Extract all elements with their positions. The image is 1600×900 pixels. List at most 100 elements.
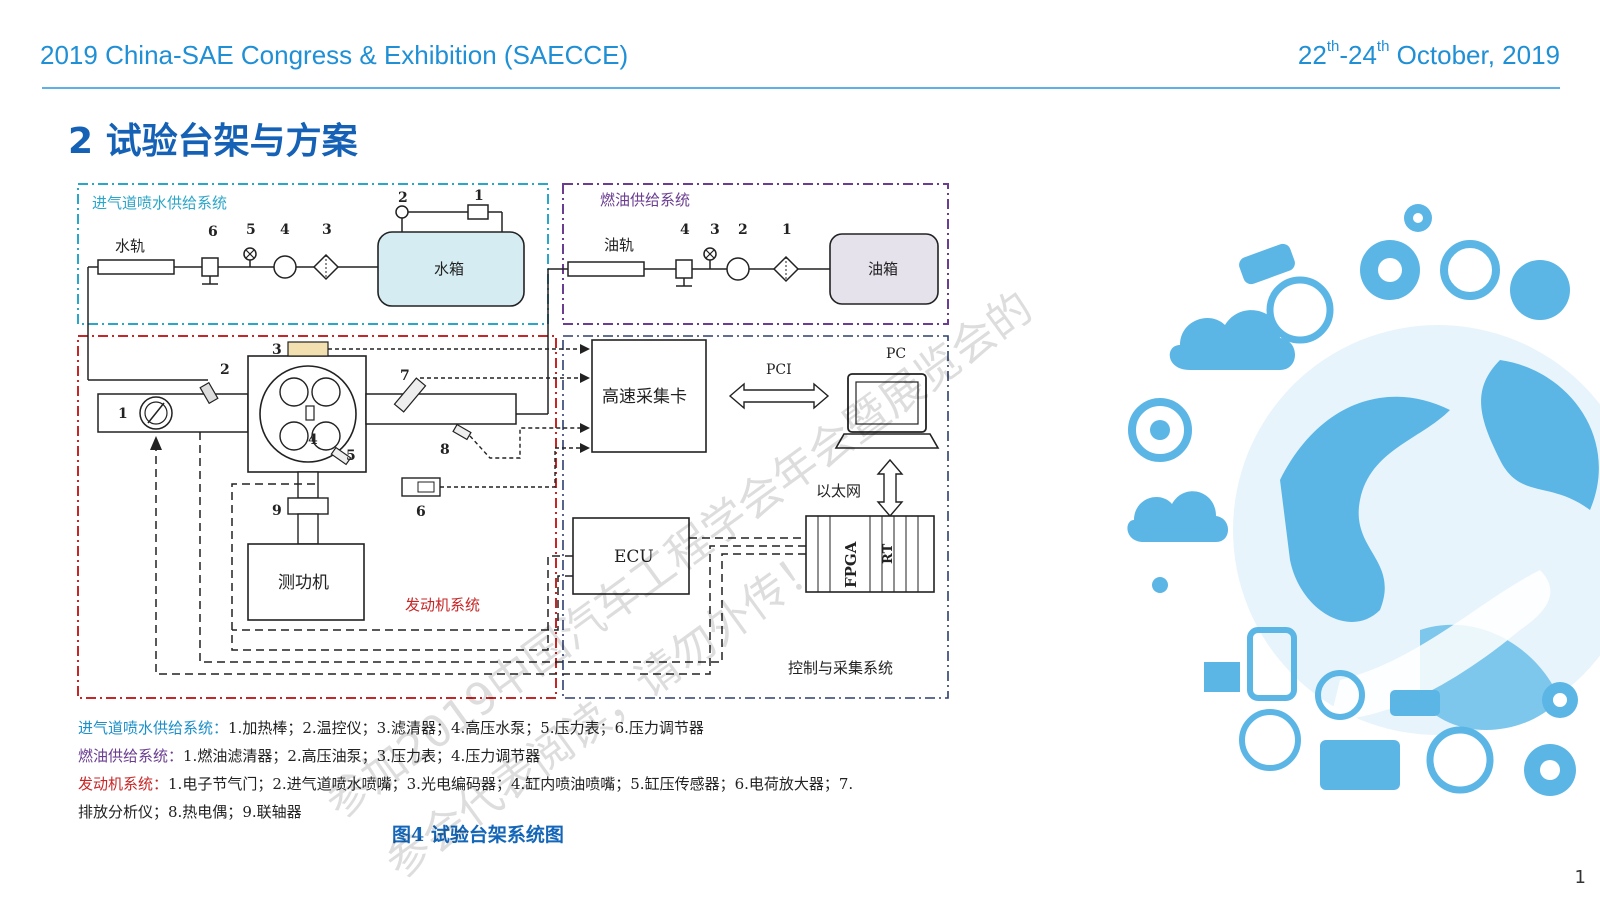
section-title: 2 试验台架与方案 (68, 121, 358, 162)
intake-manifold (97, 393, 249, 433)
fuel-tank-label: 油箱 (868, 260, 898, 278)
ethernet-label: 以太网 (816, 482, 861, 500)
water-system-box (77, 183, 549, 325)
phone-icon (1247, 627, 1297, 701)
engine-num-6: 6 (416, 504, 426, 520)
cylinder-1 (279, 377, 309, 407)
globe-continents (1280, 396, 1450, 622)
high-speed-daq-card (591, 339, 707, 453)
date-sup-1: th (1326, 38, 1340, 55)
fuel-num-2: 2 (738, 222, 748, 238)
connected-car-illustration (1127, 204, 1600, 796)
cloud-sync-icon (1127, 491, 1228, 542)
cloud-car-icon (1169, 310, 1295, 370)
house-icon (1204, 662, 1240, 692)
wheel-icon (1440, 240, 1500, 300)
high-speed-daq-label: 高速采集卡 (602, 387, 687, 407)
engine-num-1: 1 (118, 406, 128, 422)
legend-engine-cont: 排放分析仪；8.热电偶；9.联轴器 (78, 803, 302, 821)
coupling (287, 497, 329, 515)
control-system-label: 控制与采集系统 (788, 659, 893, 677)
wifi-icon (1128, 398, 1192, 462)
header-divider (42, 87, 1560, 89)
date-day-start: 22 (1297, 40, 1327, 70)
speedometer-icon (1266, 276, 1334, 344)
date-rest: October, 2019 (1389, 40, 1560, 70)
water-num-3: 3 (322, 222, 332, 238)
water-tank (377, 231, 525, 307)
thermocouple (452, 423, 472, 441)
test-bench-diagram: 进气道喷水供给系统 燃油供给系统 发动机系统 控制与采集系统 水轨 水箱 6 5… (77, 183, 949, 699)
legend-fuel: 燃油供给系统：1.燃油滤清器；2.高压油泵；3.压力表；4.压力调节器 (78, 745, 540, 766)
lightbulb-icon (1426, 726, 1494, 794)
fuel-system-label: 燃油供给系统 (600, 191, 690, 209)
legend-water-items: 1.加热棒；2.温控仪；3.滤清器；4.高压水泵；5.压力表；6.压力调节器 (228, 719, 704, 737)
water-num-4: 4 (280, 222, 290, 238)
water-system-label: 进气道喷水供给系统 (92, 194, 227, 212)
temperature-controller (395, 205, 409, 219)
water-num-6: 6 (208, 224, 218, 240)
fuel-num-3: 3 (710, 222, 720, 238)
emission-analyzer-probe (393, 377, 427, 413)
engine-num-5: 5 (346, 448, 356, 464)
fuel-rail-label: 油轨 (604, 236, 634, 254)
cylinder-3 (279, 421, 309, 451)
control-system-box (562, 335, 949, 699)
globe-web-icon (1239, 709, 1301, 771)
cylinder-4 (311, 421, 341, 451)
date-sup-2: th (1376, 38, 1390, 55)
engine-system-label: 发动机系统 (405, 596, 480, 614)
pc-label: PC (886, 346, 906, 362)
fuel-num-4: 4 (680, 222, 690, 238)
legend-engine-label: 发动机系统： (78, 775, 169, 793)
ecu (572, 517, 690, 595)
engine-num-2: 2 (220, 362, 230, 378)
water-rail-label: 水轨 (115, 237, 145, 255)
engine-num-4: 4 (308, 432, 318, 448)
drive-shaft (297, 471, 319, 499)
rt-label: RT (881, 543, 896, 564)
date-dash: -24 (1339, 40, 1377, 70)
engine-num-8: 8 (440, 442, 450, 458)
legend-water-label: 进气道喷水供给系统： (78, 719, 229, 737)
engine-num-9: 9 (272, 503, 282, 519)
car-icon (1510, 260, 1570, 320)
fpga-label: FPGA (842, 541, 860, 588)
legend-fuel-items: 1.燃油滤清器；2.高压油泵；3.压力表；4.压力调节器 (183, 747, 541, 765)
fuel-rail (567, 261, 645, 277)
fuel-tank (829, 233, 939, 305)
water-pressure-regulator (201, 257, 219, 277)
optical-encoder (287, 341, 329, 357)
bus-icon (1239, 243, 1295, 285)
atom-icon (1152, 577, 1168, 593)
conference-title: 2019 China-SAE Congress & Exhibition (SA… (40, 40, 629, 70)
water-rail (97, 259, 175, 275)
direct-fuel-injector (305, 405, 315, 421)
page-number: 1 (1574, 867, 1586, 888)
legend-engine: 发动机系统：1.电子节气门；2.进气道喷水喷嘴；3.光电编码器；4.缸内喷油喷嘴… (78, 773, 853, 794)
conference-date: 22th-24th October, 2019 (1297, 38, 1560, 71)
legend-fuel-label: 燃油供给系统： (78, 747, 184, 765)
pci-bus-arrow (728, 382, 830, 410)
dynamometer-label: 测功机 (278, 573, 329, 593)
laptop-car-icon (1320, 740, 1400, 790)
water-num-5: 5 (246, 222, 256, 238)
figure-caption: 图4 试验台架系统图 (392, 824, 564, 846)
port-water-injector (199, 381, 219, 405)
fuel-num-1: 1 (782, 222, 792, 238)
dynamometer (247, 543, 365, 621)
ecu-label: ECU (614, 547, 654, 567)
eco-truck-icon (1390, 690, 1440, 716)
engine-num-7: 7 (400, 368, 410, 384)
legend-water: 进气道喷水供给系统：1.加热棒；2.温控仪；3.滤清器；4.高压水泵；5.压力表… (78, 717, 704, 738)
cylinder-2 (311, 377, 341, 407)
fuel-system-box (562, 183, 949, 325)
fuel-pump (726, 257, 750, 281)
legend-engine-items-1: 1.电子节气门；2.进气道喷水喷嘴；3.光电编码器；4.缸内喷油喷嘴；5.缸压传… (168, 775, 854, 793)
heater-rod (467, 204, 489, 220)
headset-icon (1315, 670, 1365, 720)
fuel-pressure-regulator (675, 259, 693, 279)
water-pump (273, 255, 297, 279)
exhaust-pipe (365, 393, 517, 425)
water-num-1: 1 (474, 188, 484, 204)
